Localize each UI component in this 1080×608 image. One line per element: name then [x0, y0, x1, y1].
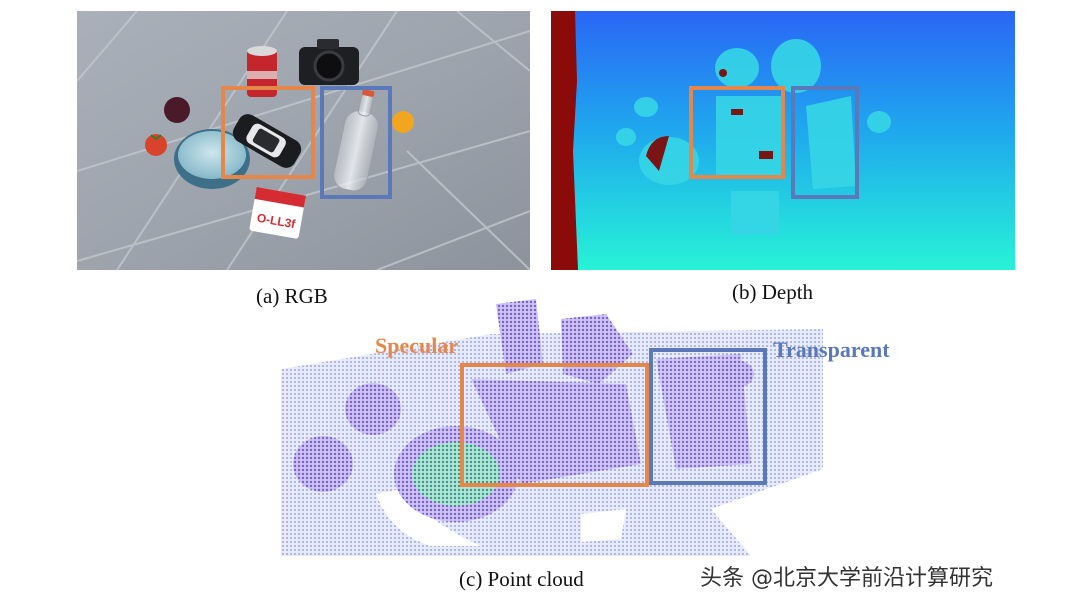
can-points [496, 299, 543, 374]
tomato [145, 134, 167, 156]
transparent-box-rgb [320, 86, 392, 199]
watermark: 头条 @北京大学前沿计算研究 [700, 566, 993, 591]
caption-rgb: (a) RGB [256, 284, 328, 308]
point-cloud-render [281, 284, 823, 556]
transparent-box-depth [791, 86, 859, 199]
specular-box-cloud [460, 363, 649, 487]
rgb-scene: O-LL3f [77, 11, 530, 270]
invalid-depth-band [551, 11, 578, 270]
depth-holes [646, 69, 773, 171]
soda-can [247, 46, 277, 97]
plum [164, 97, 190, 123]
bottle-points [656, 354, 751, 469]
camera [299, 39, 359, 85]
plum-points [345, 383, 401, 435]
transparent-box-cloud [649, 348, 767, 485]
specular-box-rgb [221, 86, 315, 179]
specular-box-depth [689, 86, 785, 179]
orange [392, 111, 414, 133]
bowl [174, 129, 250, 189]
jello-box: O-LL3f [249, 187, 306, 239]
missing-points [281, 284, 823, 556]
caption-point-cloud: (c) Point cloud [459, 567, 584, 591]
point-cloud-panel [281, 284, 823, 556]
glass-bottle [333, 89, 379, 192]
car-points [471, 379, 641, 484]
caption-depth: (b) Depth [732, 280, 814, 304]
depth-map [551, 11, 1015, 270]
toy-car [232, 114, 302, 168]
depth-image-panel [551, 11, 1015, 270]
transparent-label: Transparent [773, 337, 890, 362]
rgb-image-panel: O-LL3f [77, 11, 530, 270]
svg-text:O-LL3f: O-LL3f [256, 211, 297, 232]
tomato-points [293, 436, 353, 492]
specular-label: Specular [375, 333, 459, 358]
